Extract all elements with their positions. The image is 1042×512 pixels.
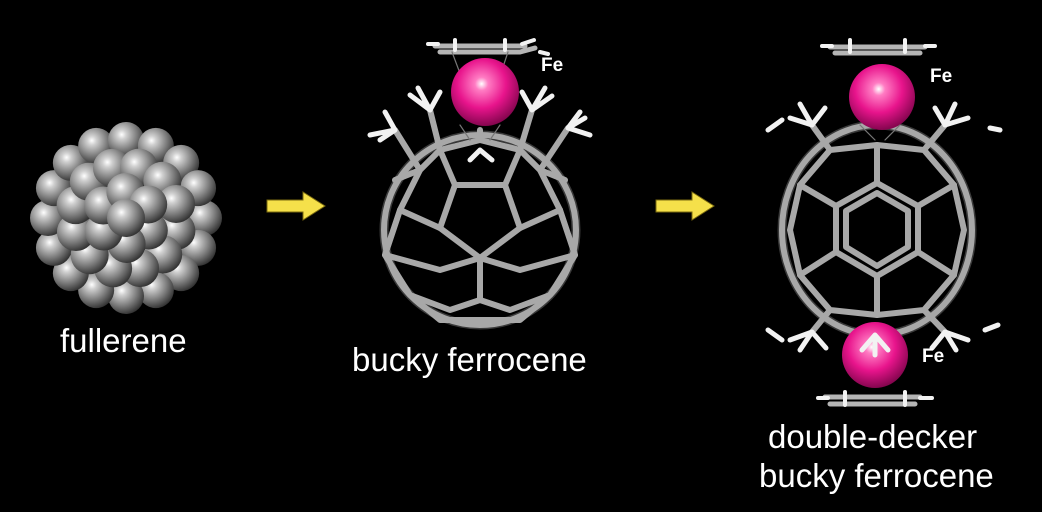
carbon-atom-sphere [108,122,144,158]
bucky-ferrocene-model [367,38,593,330]
right-arrow-icon [655,191,715,221]
fullerene-caption: fullerene [60,322,187,359]
double-decker-caption-line2: bucky ferrocene [759,457,994,494]
carbon-atom-sphere [186,200,222,236]
fe-label: Fe [930,66,953,87]
carbon-atom-sphere [108,278,144,314]
bucky-ferrocene-caption: bucky ferrocene [352,341,587,378]
fe-label: Fe [541,55,564,76]
double-decker-model [765,38,1003,407]
fullerene-model [30,122,222,314]
right-arrow-icon [266,191,326,221]
double-decker-caption-line1: double-decker [768,418,978,455]
carbon-atom-sphere [30,200,66,236]
carbon-atom-sphere [157,184,196,223]
fe-label: Fe [922,346,945,367]
carbon-atom-sphere [56,213,95,252]
carbon-atom-sphere [107,199,145,237]
